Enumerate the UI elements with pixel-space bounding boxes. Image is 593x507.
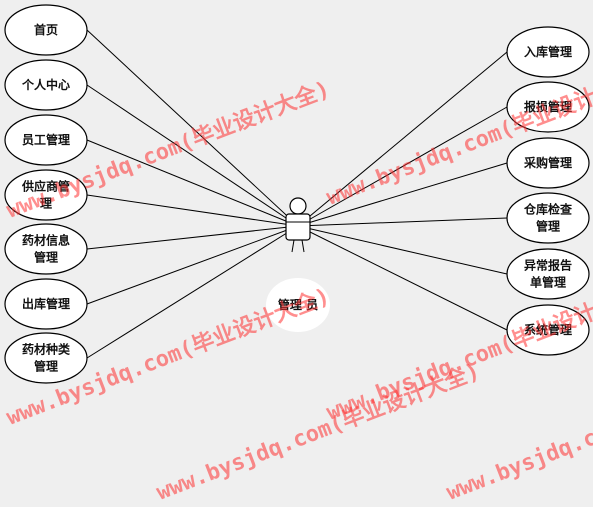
usecase-ellipse (4, 169, 88, 221)
usecase-ellipse (4, 114, 88, 166)
usecase-inbound[interactable]: 入库管理 (506, 26, 590, 78)
usecase-damage[interactable]: 报损管理 (506, 81, 590, 133)
usecase-home[interactable]: 首页 (4, 4, 88, 56)
usecase-label: 出库管理 (22, 296, 70, 311)
usecase-label: 报损管理 (524, 99, 572, 114)
usecase-system[interactable]: 系统管理 (506, 304, 590, 356)
watermark-text: www.bysjdq.com(毕业设计大全) (153, 358, 483, 502)
usecase-ellipse (506, 137, 590, 189)
usecase-profile[interactable]: 个人中心 (4, 59, 88, 111)
usecase-label: 管理 (34, 250, 58, 265)
edge-staff (86, 139, 299, 227)
usecase-label: 管理 (536, 219, 560, 234)
actor-label: 管理 员 (278, 297, 318, 312)
usecase-label: 首页 (34, 22, 58, 37)
usecase-label: 采购管理 (523, 155, 572, 170)
actor-leg-left-icon (291, 239, 295, 253)
edges-layer (86, 29, 508, 359)
actor-leg-right-icon (301, 239, 305, 253)
actor-head-icon (289, 197, 307, 215)
edge-inbound (297, 51, 508, 227)
edge-purchase (297, 162, 508, 227)
usecase-label: 药材种类 (22, 342, 71, 357)
edge-system (297, 225, 508, 331)
edge-medinfo (86, 225, 299, 250)
usecase-ellipse (4, 278, 88, 330)
usecase-label: 入库管理 (524, 44, 572, 59)
edge-outbound (86, 225, 299, 305)
usecase-label: 单管理 (530, 275, 566, 290)
usecase-ellipse (4, 59, 88, 111)
usecase-label: 系统管理 (524, 322, 572, 337)
usecase-label: 药材信息 (22, 233, 70, 248)
edge-abnormal (297, 225, 508, 275)
usecase-label: 供应商管 (21, 179, 70, 194)
usecase-label: 管理 (34, 359, 58, 374)
edge-damage (297, 106, 508, 227)
usecase-ellipse (506, 192, 590, 244)
usecase-ellipse (4, 223, 88, 275)
usecase-ellipse (506, 304, 590, 356)
usecase-label: 员工管理 (22, 132, 70, 147)
usecase-label: 理 (40, 197, 52, 211)
usecase-ellipse (4, 4, 88, 56)
edge-home (86, 29, 299, 227)
usecase-staff[interactable]: 员工管理 (4, 114, 88, 166)
edge-medtype (86, 225, 299, 359)
usecase-ellipse (4, 332, 88, 384)
usecase-ellipse (506, 81, 590, 133)
usecase-ellipse (506, 248, 590, 300)
nodes-layer: 首页个人中心员工管理供应商管理药材信息管理出库管理药材种类管理入库管理报损管理采… (4, 4, 590, 384)
usecase-outbound[interactable]: 出库管理 (4, 278, 88, 330)
usecase-ellipse (506, 26, 590, 78)
actor-label-bg (266, 278, 330, 332)
edge-supplier (86, 194, 299, 227)
actor-body-icon (285, 213, 311, 241)
edge-inspect (297, 217, 508, 227)
edge-profile (86, 84, 299, 227)
actor: 管理 员 (266, 197, 330, 332)
usecase-label: 个人中心 (21, 77, 70, 92)
usecase-label: 异常报告 (524, 258, 572, 273)
usecase-purchase[interactable]: 采购管理 (506, 137, 590, 189)
usecase-label: 仓库检查 (523, 202, 573, 217)
